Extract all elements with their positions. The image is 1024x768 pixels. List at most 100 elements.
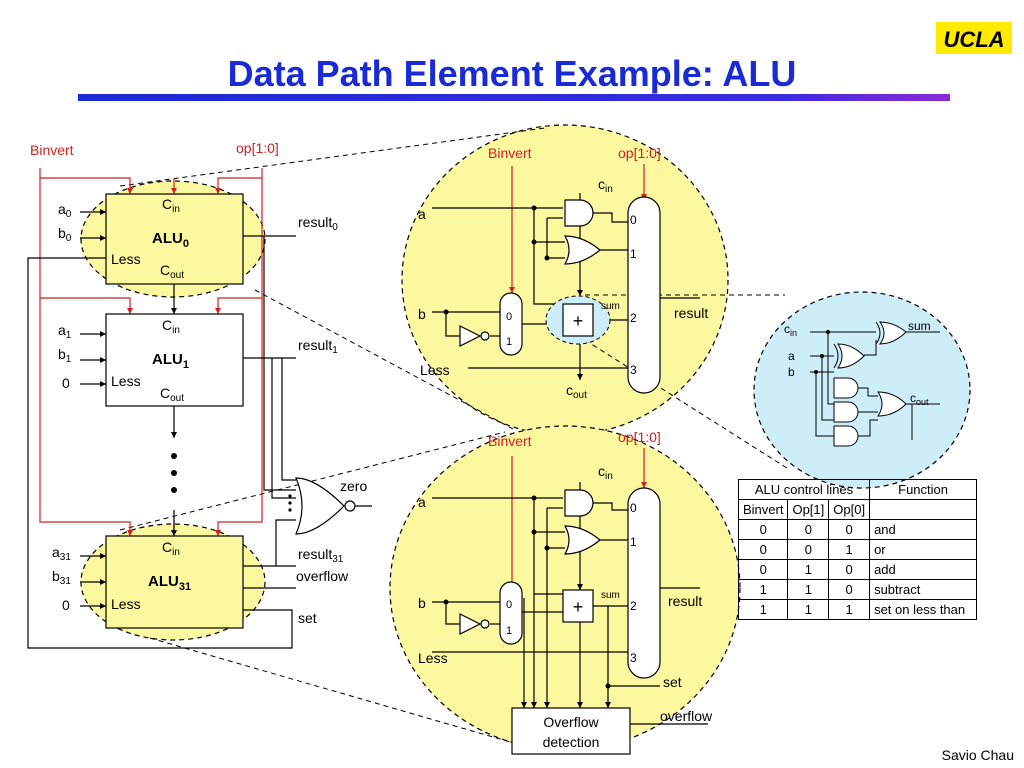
table-cell: 1 (787, 579, 830, 600)
table-cell: 1 (828, 539, 871, 560)
table-cell: 1 (737, 599, 789, 620)
detail-bottom-adder (562, 589, 594, 623)
detail-top-sum-label: sum (601, 301, 620, 312)
table-head-op1: Op[1] (787, 499, 830, 520)
adder-cin-label: cin (784, 322, 797, 338)
detail-top-a-label: a (418, 206, 426, 222)
detail-top-or-gate (563, 235, 601, 265)
alu31-less-in: 0 (62, 597, 70, 613)
detail-bottom-b-mux (499, 581, 523, 645)
alu-control-table: ALU control lines Function Binvert Op[1]… (737, 479, 978, 620)
table-cell: add (869, 559, 978, 580)
table-cell: 1 (828, 599, 871, 620)
detail-top-op-label: op[1:0] (618, 145, 661, 161)
detail-bottom-mux-0: 0 (630, 501, 637, 515)
table-cell: or (869, 539, 978, 560)
detail-top-plus: + (573, 311, 584, 331)
detail-top-result-label: result (674, 305, 708, 321)
detail-top-mux-2: 2 (630, 311, 637, 325)
detail-bottom-op-label: op[1:0] (618, 429, 661, 445)
adder-sum-label: sum (908, 319, 931, 333)
alu1-less-in: 0 (62, 375, 70, 391)
table-cell: set on less than (869, 599, 978, 620)
overflow-detection-line2: detection (543, 734, 600, 750)
detail-bottom-inverter (459, 613, 482, 635)
alu1-less-label: Less (111, 373, 141, 389)
zero-label: zero (340, 478, 367, 494)
adder-a-label: a (788, 349, 795, 363)
detail-bottom-and-gate (564, 489, 594, 517)
detail-top-mux-3: 3 (630, 363, 637, 377)
detail-top-inverter-bubble (480, 331, 490, 341)
adder-xor2-back (875, 321, 881, 345)
alu0-result-label: result0 (298, 214, 338, 233)
detail-bottom-bmux-0: 0 (506, 599, 512, 611)
zero-nor-bubble (344, 500, 356, 512)
alu0-less-label: Less (111, 251, 141, 267)
detail-top-mux-0: 0 (630, 213, 637, 227)
alu0-b-label: b0 (58, 225, 72, 244)
table-cell: and (869, 519, 978, 540)
detail-bottom-mux-1: 1 (630, 535, 637, 549)
table-head-function: Function (869, 479, 978, 500)
alu1-a-label: a1 (58, 322, 72, 341)
adder-and3 (833, 425, 859, 447)
zero-nor-gate (295, 477, 345, 535)
detail-bottom-or-gate (563, 525, 601, 555)
adder-cout-label: cout (910, 391, 929, 407)
alu31-a-label: a31 (52, 544, 71, 563)
set-label: set (298, 610, 317, 626)
table-cell: 0 (828, 519, 871, 540)
table-row: 0 0 1 or (737, 539, 978, 560)
binvert-label: Binvert (30, 142, 74, 158)
table-cell: 1 (737, 579, 789, 600)
detail-top-result-mux (627, 196, 661, 394)
ucla-logo: UCLA (936, 22, 1012, 54)
table-cell: 0 (787, 519, 830, 540)
alu31-less-label: Less (111, 596, 141, 612)
detail-bottom-plus: + (573, 597, 584, 617)
alu0-cin-label: Cin (162, 196, 180, 215)
table-row: 0 0 0 and (737, 519, 978, 540)
adder-and1 (833, 377, 859, 399)
table-row: 1 1 0 subtract (737, 579, 978, 600)
detail-bottom-cin-label: cin (598, 463, 613, 482)
detail-bottom-sum-label: sum (601, 590, 620, 601)
detail-top-cout-label: cout (566, 382, 587, 401)
table-header-row: ALU control lines Function (737, 479, 978, 500)
title-block: Data Path Element Example: ALU (78, 53, 950, 101)
detail-bottom-mux-3: 3 (630, 651, 637, 665)
detail-top-cin-label: cin (598, 176, 613, 195)
author-name: Savio Chau (942, 747, 1014, 763)
detail-bottom-bmux-1: 1 (506, 625, 512, 637)
table-head-empty (869, 499, 978, 520)
table-cell: 0 (828, 559, 871, 580)
alu1-b-label: b1 (58, 346, 72, 365)
logo-text: UCLA (943, 27, 1004, 52)
table-cell: 0 (737, 539, 789, 560)
table-subheader-row: Binvert Op[1] Op[0] (737, 499, 978, 520)
alu31-b-label: b31 (52, 568, 71, 587)
alu1-cin-label: Cin (162, 317, 180, 336)
detail-bottom-set-label: set (663, 674, 682, 690)
detail-bottom-a-label: a (418, 494, 426, 510)
table-cell: subtract (869, 579, 978, 600)
alu0-a-label: a0 (58, 201, 72, 220)
table-cell: 1 (787, 559, 830, 580)
alu31-cin-label: Cin (162, 539, 180, 558)
detail-top-dots (443, 205, 550, 315)
table-row: 0 1 0 add (737, 559, 978, 580)
detail-top-less-label: Less (420, 362, 450, 378)
detail-top-b-mux (499, 292, 523, 356)
table-head-control: ALU control lines (737, 479, 871, 500)
detail-bottom-inverter-bubble (480, 619, 490, 629)
detail-top-bmux-0: 0 (506, 311, 512, 323)
table-head-op0: Op[0] (828, 499, 871, 520)
detail-bottom-overflow-label: overflow (660, 708, 713, 724)
alu1-cout-label: Cout (160, 385, 184, 404)
detail-bottom-result-label: result (668, 593, 702, 609)
detail-bottom-binvert-label: Binvert (488, 433, 532, 449)
adder-and2 (833, 401, 859, 423)
detail-top-bubble (401, 124, 729, 436)
overflow-label: overflow (296, 568, 349, 584)
